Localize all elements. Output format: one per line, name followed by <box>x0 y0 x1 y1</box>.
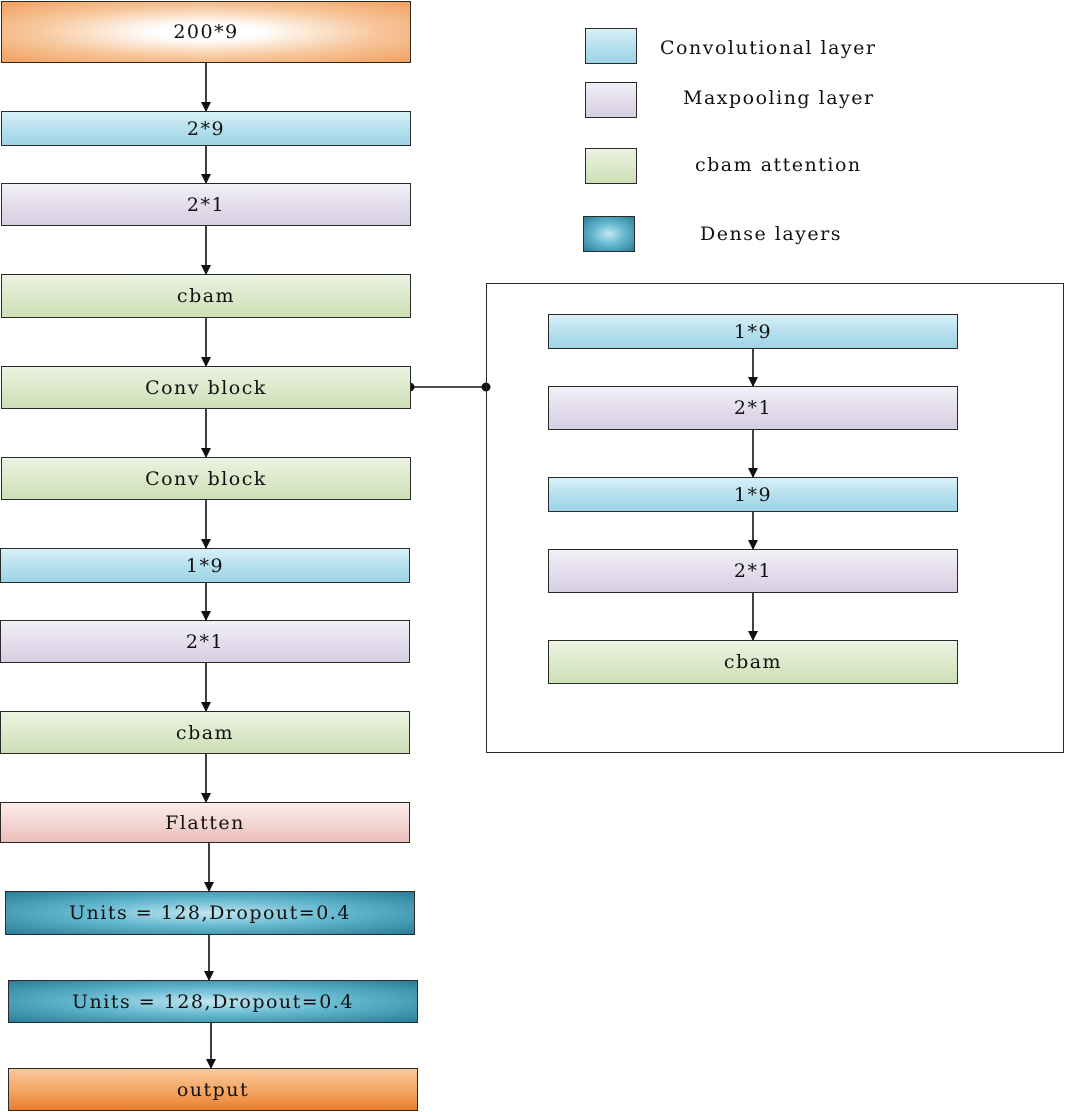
output-node: output <box>8 1068 418 1111</box>
legend-swatch-maxpool <box>585 82 637 118</box>
legend-label-maxpool: Maxpooling layer <box>683 87 875 109</box>
dense-layer-node: Units = 128,Dropout=0.4 <box>8 980 418 1023</box>
detail-maxpool-layer-node: 2*1 <box>548 549 958 593</box>
legend-swatch-conv <box>585 28 637 64</box>
legend-swatch-dense <box>583 216 635 252</box>
detail-conv-layer-node: 1*9 <box>548 477 958 512</box>
conv-layer-node: 1*9 <box>0 548 410 583</box>
legend-label-conv: Convolutional layer <box>660 37 877 59</box>
legend-label-dense: Dense layers <box>700 223 842 245</box>
legend-swatch-cbam <box>585 148 637 184</box>
maxpool-layer-node: 2*1 <box>0 620 410 663</box>
legend-label-cbam: cbam attention <box>695 154 862 176</box>
cbam-node: cbam <box>0 711 410 754</box>
flatten-node: Flatten <box>0 802 410 843</box>
maxpool-layer-node: 2*1 <box>1 183 411 226</box>
conv-block-node: Conv block <box>1 366 411 409</box>
detail-maxpool-layer-node: 2*1 <box>548 386 958 430</box>
detail-cbam-node: cbam <box>548 640 958 684</box>
input-node: 200*9 <box>1 1 411 63</box>
conv-block-detail-box <box>486 283 1064 753</box>
conv-layer-node: 2*9 <box>1 111 411 146</box>
dense-layer-node: Units = 128,Dropout=0.4 <box>5 891 415 935</box>
cbam-node: cbam <box>1 274 411 318</box>
conv-block-node: Conv block <box>1 457 411 500</box>
detail-conv-layer-node: 1*9 <box>548 314 958 349</box>
